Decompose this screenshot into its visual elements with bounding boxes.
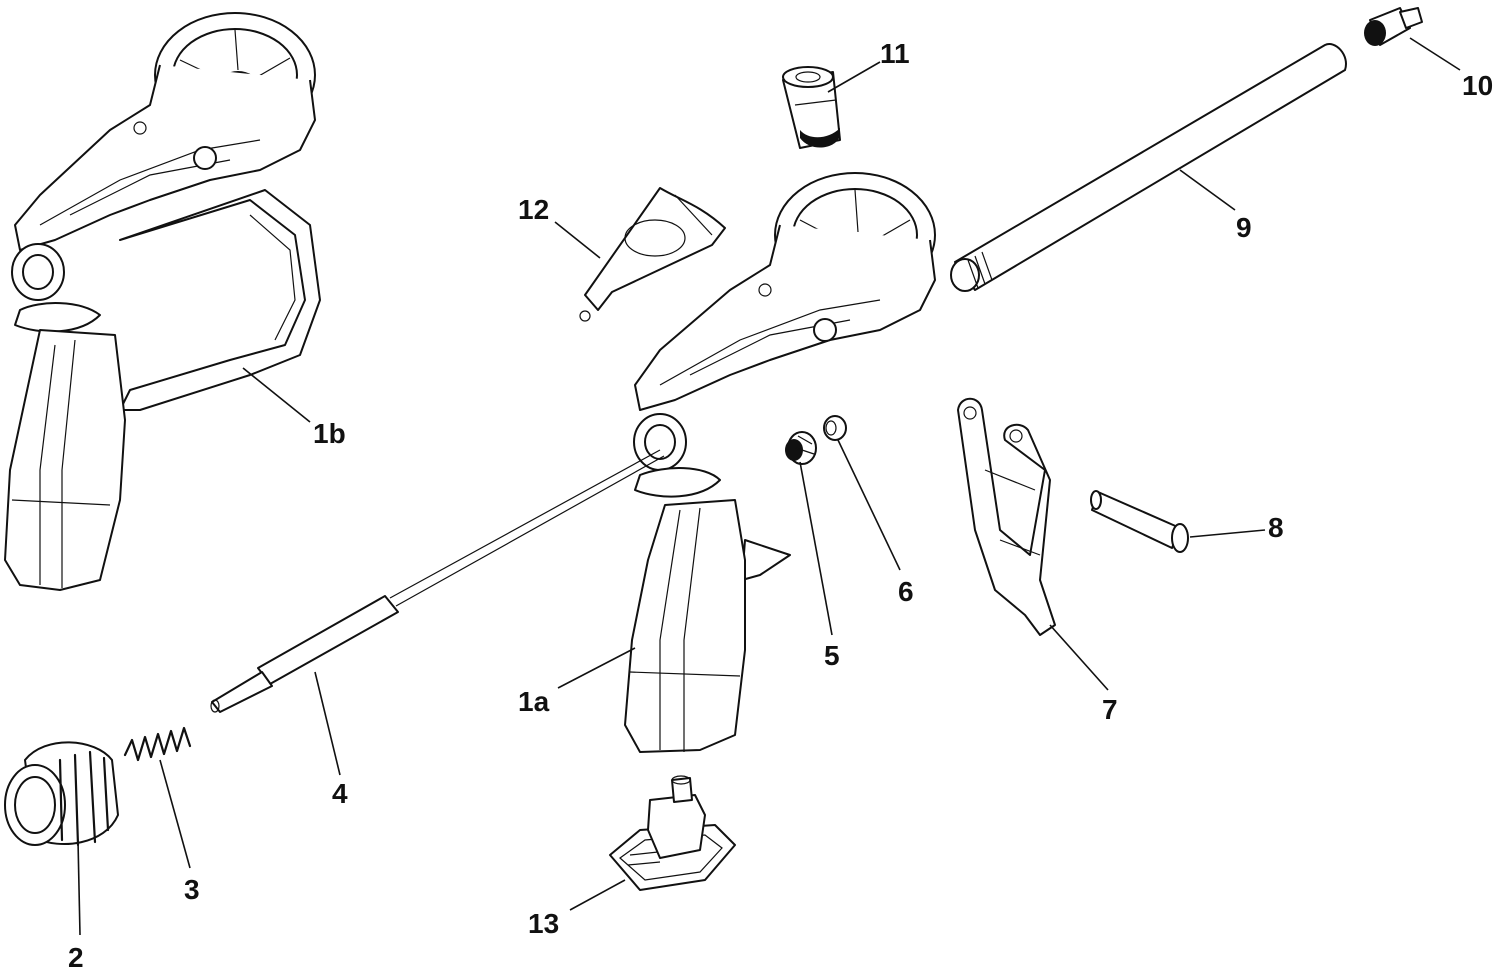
leader-7 [1049,624,1109,691]
callout-5: 5 [824,640,840,671]
part-2-knob-cap [4,741,119,847]
part-10-nozzle-fitting [1364,7,1423,46]
callout-8: 8 [1268,512,1284,543]
leader-9 [1179,169,1236,211]
leader-4 [314,671,341,776]
part-4-needle-rod [210,449,665,713]
callout-1b: 1b [313,418,346,449]
callout-4: 4 [332,778,348,809]
callout-10: 10 [1462,70,1494,101]
part-9-tube [950,43,1347,292]
leader-5 [799,461,833,636]
part-11-coupling [782,66,841,149]
callout-11: 11 [880,38,910,69]
callout-3: 3 [184,874,200,905]
callout-1a: 1a [518,686,550,717]
leader-lines [77,37,1461,936]
leader-6 [837,439,901,571]
leader-2 [77,839,81,936]
part-7-trigger-lever [957,397,1056,636]
part-13-base-valve [609,775,736,891]
part-5-fitting [785,431,817,465]
callout-9: 9 [1236,212,1252,243]
part-12-guard-plate [579,187,726,322]
leader-11 [827,61,881,93]
callout-7: 7 [1102,694,1118,725]
leader-3 [159,759,191,869]
leader-10 [1409,37,1461,71]
callout-6: 6 [898,576,914,607]
callout-12: 12 [518,194,550,225]
part-1b-gun-body [4,12,321,591]
part-6-seal [823,415,847,441]
part-3-spring [123,726,192,762]
leader-1b [242,367,311,423]
leader-13 [569,879,626,911]
leader-12 [554,221,601,259]
part-8-pin [1090,490,1189,553]
leader-1a [557,647,636,689]
callout-13: 13 [528,908,560,939]
part-1a-gun-body [624,172,936,753]
callout-2: 2 [68,942,84,973]
leader-8 [1189,529,1266,538]
